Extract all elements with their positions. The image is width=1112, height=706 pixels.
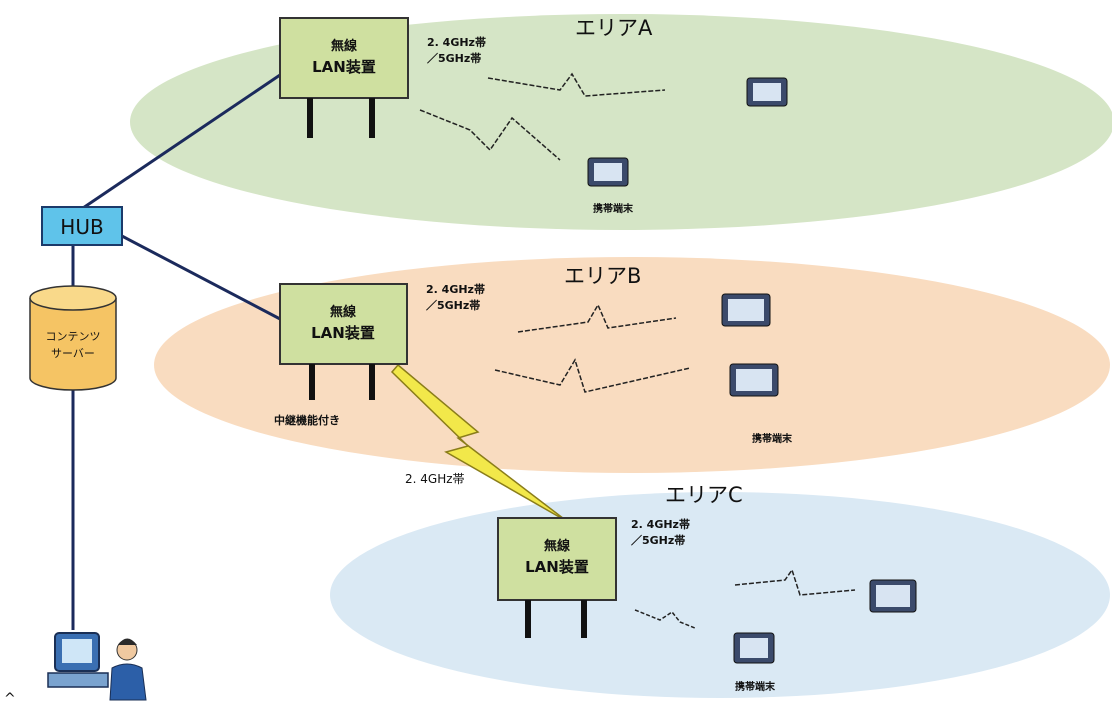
area-a-terminal-2 [587, 157, 629, 187]
corner-mark: ^ [4, 691, 16, 706]
operator-pc-icon [47, 632, 147, 701]
ap-b-label-line2: LAN装置 [311, 324, 375, 342]
area-c-terminal-label: 携帯端末 [735, 680, 776, 693]
area-b-terminal-2 [729, 363, 779, 397]
relay-band-label: 2. 4GHz帯 [405, 472, 465, 486]
area-b-label: エリアB [564, 264, 641, 288]
ap-a-label-line1: 無線 [331, 38, 358, 54]
area-a-terminal-1 [746, 77, 788, 107]
wireless-ap-c: 無線 LAN装置 [497, 517, 617, 638]
area-b-terminal-1 [721, 293, 771, 327]
ap-c-label-line1: 無線 [544, 538, 571, 554]
wireless-ap-a: 無線 LAN装置 [279, 17, 409, 138]
area-a-band: 2. 4GHz帯 [427, 35, 486, 49]
area-b-relay-label: 中継機能付き [274, 413, 340, 427]
content-server: コンテンツ サーバー [29, 285, 117, 391]
area-a-signal-1 [487, 72, 666, 97]
area-b-signal-2 [494, 358, 691, 393]
area-c-terminal-2 [733, 632, 775, 664]
area-b-terminal-label: 携帯端末 [752, 432, 793, 445]
server-label-line1: コンテンツ [46, 330, 101, 343]
area-a-ellipse [130, 14, 1112, 230]
area-a-band2: ／5GHz帯 [427, 51, 481, 65]
relay-lightning [390, 363, 569, 523]
ap-a-label-line2: LAN装置 [312, 58, 376, 76]
area-c-ellipse [330, 492, 1110, 698]
area-b-band: 2. 4GHz帯 [426, 282, 485, 296]
area-b-band2: ／5GHz帯 [426, 298, 480, 312]
area-c-terminal-1 [869, 579, 917, 613]
area-a-signal-2 [419, 109, 561, 161]
area-c-band2: ／5GHz帯 [631, 533, 685, 547]
ap-c-label-line2: LAN装置 [525, 558, 589, 576]
area-a-label: エリアA [575, 16, 653, 40]
link-hub-ap-a [79, 73, 281, 212]
ap-b-label-line1: 無線 [330, 304, 357, 320]
area-c-label: エリアC [665, 483, 743, 507]
hub-label: HUB [60, 215, 103, 239]
server-label-line2: サーバー [51, 347, 95, 360]
area-c-band: 2. 4GHz帯 [631, 517, 690, 531]
area-c-signal-1 [734, 568, 856, 596]
hub-box [41, 206, 123, 246]
link-hub-ap-b [119, 233, 283, 322]
area-a-terminal-label: 携帯端末 [593, 202, 634, 215]
wireless-ap-b: 無線 LAN装置 [279, 283, 408, 400]
